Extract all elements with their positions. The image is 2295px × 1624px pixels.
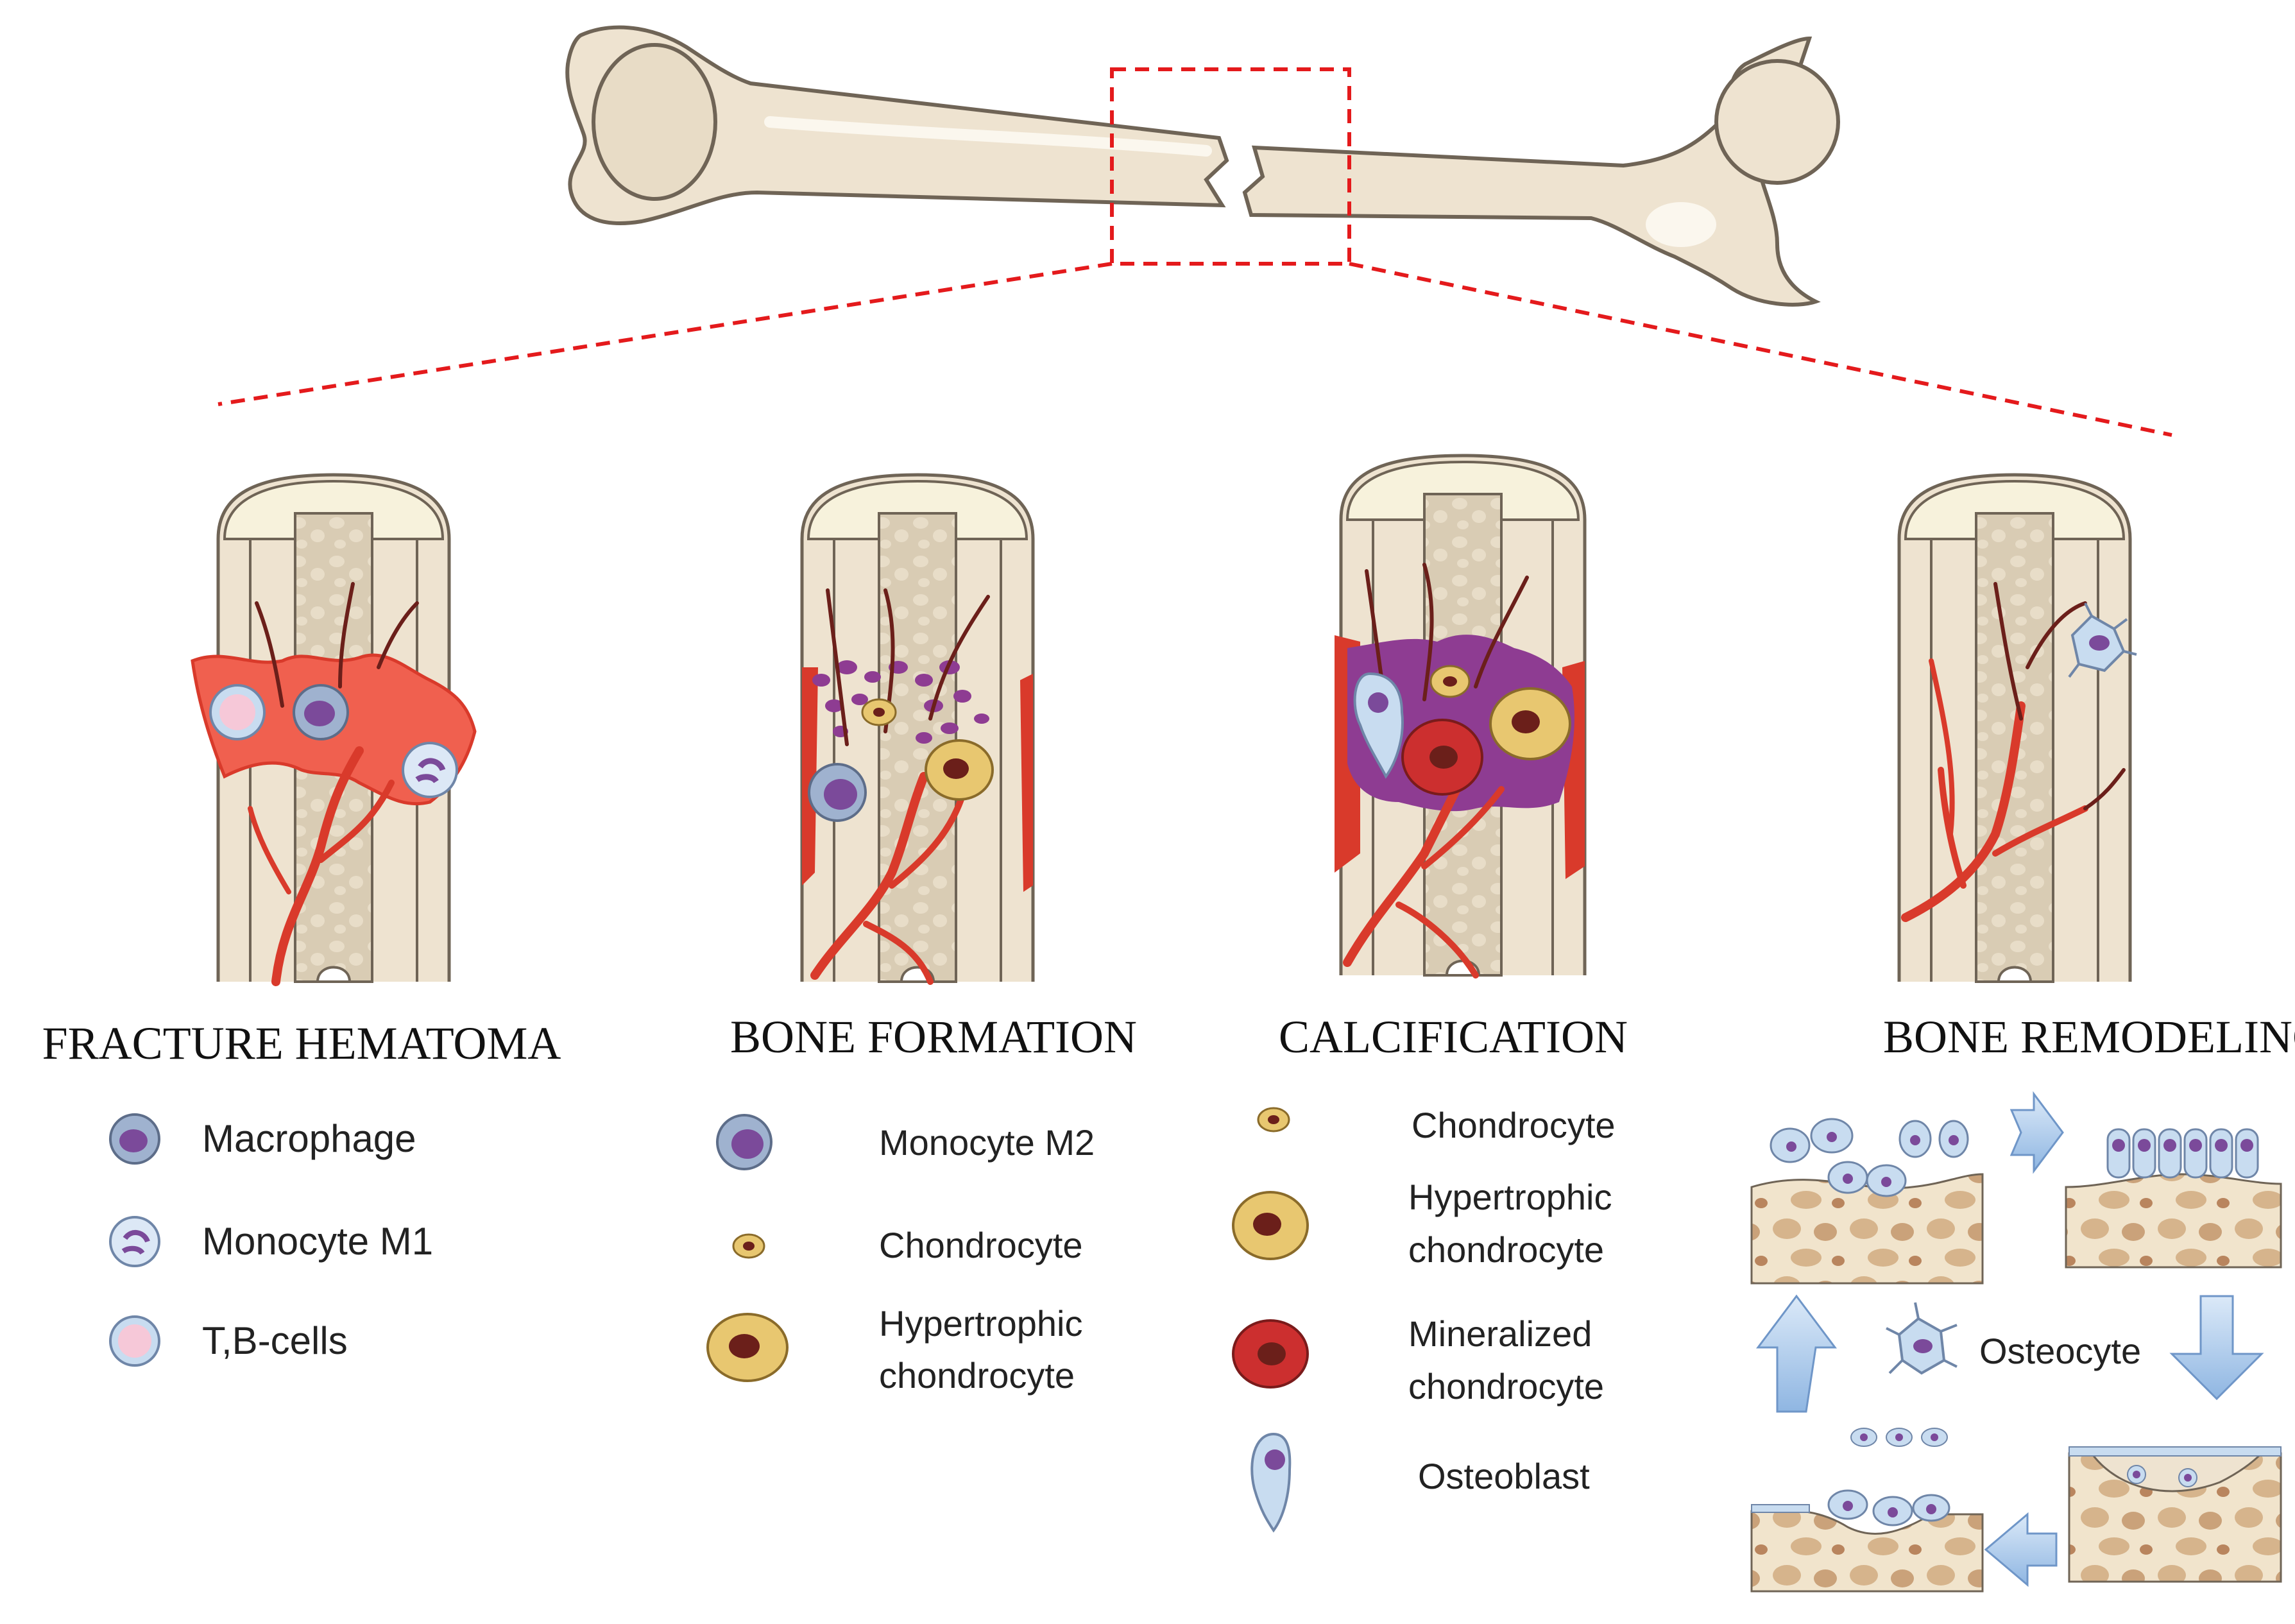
osteoblast-icon bbox=[1353, 672, 1404, 779]
legend-bone-formation: Monocyte M2 Chondrocyte Hypertrophic cho… bbox=[706, 1114, 1095, 1396]
legend-monocyte-m2-label: Monocyte M2 bbox=[879, 1122, 1095, 1163]
blood-vessels bbox=[248, 582, 419, 986]
cycle-osteocyte-embedding bbox=[2068, 1446, 2282, 1583]
remodeling-cycle: Osteocyte bbox=[1750, 1091, 2282, 1593]
legend-mineralized-chondrocyte-icon bbox=[1232, 1319, 1309, 1389]
panel-fracture-hematoma bbox=[191, 473, 477, 986]
cycle-resorption-pit bbox=[1750, 1428, 1984, 1593]
femur-illustration bbox=[218, 25, 2172, 437]
femoral-head bbox=[1714, 59, 1840, 185]
cycle-arrow-left bbox=[1984, 1512, 2058, 1587]
stage-title-bone-formation: BONE FORMATION bbox=[730, 1011, 1137, 1063]
hypertrophic-chondrocyte-icon bbox=[1489, 687, 1571, 760]
panel-calcification bbox=[1335, 454, 1587, 979]
hypertrophic-chondrocyte-icon bbox=[925, 739, 994, 801]
cycle-osteoblast-lining bbox=[2065, 1128, 2282, 1269]
zoom-line-left bbox=[218, 262, 1113, 406]
panel-bone-formation bbox=[800, 473, 1035, 985]
chondrocyte-icon bbox=[861, 698, 897, 726]
legend-chondrocyte-label: Chondrocyte bbox=[879, 1225, 1083, 1265]
stage-title-bone-remodeling: BONE REMODELING bbox=[1883, 1011, 2295, 1063]
osteocyte-icon bbox=[2068, 603, 2137, 678]
legend-osteoblast-icon bbox=[1250, 1432, 1292, 1533]
femur-condyle bbox=[592, 43, 717, 201]
femur-highlight bbox=[764, 116, 1212, 157]
legend-monocyte-m2-icon bbox=[716, 1114, 772, 1170]
legend-macrophage-icon bbox=[109, 1113, 160, 1165]
legend-hypertrophic-label-line1: Hypertrophic bbox=[879, 1303, 1082, 1344]
blood-vessels bbox=[1901, 582, 2126, 922]
macrophage-icon bbox=[293, 684, 349, 740]
cycle-resorption bbox=[1750, 1118, 1984, 1285]
legend-chondrocyte-icon bbox=[1257, 1107, 1290, 1133]
legend-hypertrophic-label-line2: chondrocyte bbox=[879, 1355, 1075, 1396]
zoom-line-right bbox=[1349, 262, 2172, 437]
legend-hypertrophic-chondrocyte-icon bbox=[1232, 1191, 1309, 1260]
chondrocyte-icon bbox=[1429, 665, 1471, 698]
stage-title-calcification: CALCIFICATION bbox=[1279, 1011, 1628, 1063]
legend-calcification: Chondrocyte Hypertrophic chondrocyte Min… bbox=[1232, 1105, 1616, 1533]
monocyte-m2-icon bbox=[808, 763, 867, 822]
osteocyte-legend-icon bbox=[1886, 1302, 1958, 1375]
legend-mineralized-label-line2: chondrocyte bbox=[1408, 1366, 1604, 1406]
mineralized-chondrocyte-icon bbox=[1401, 719, 1483, 796]
legend-chondrocyte-icon bbox=[732, 1233, 765, 1259]
legend-t-b-cells-icon bbox=[109, 1315, 160, 1367]
blood-vessels bbox=[1343, 563, 1529, 979]
panel-bone-remodeling bbox=[1897, 473, 2137, 983]
legend-hypertrophic-chondrocyte-icon bbox=[706, 1313, 789, 1382]
legend-monocyte-m1-label: Monocyte M1 bbox=[202, 1220, 433, 1263]
legend-mineralized-label-line1: Mineralized bbox=[1408, 1313, 1592, 1354]
legend-osteoblast-label: Osteoblast bbox=[1418, 1456, 1590, 1496]
legend-t-b-cells-label: T,B-cells bbox=[202, 1319, 348, 1362]
legend-hypertrophic-label-line2: chondrocyte bbox=[1408, 1229, 1604, 1270]
monocyte-m1-icon bbox=[402, 742, 458, 798]
legend-chondrocyte-label: Chondrocyte bbox=[1412, 1105, 1616, 1145]
cycle-arrow-up bbox=[1756, 1294, 1837, 1413]
legend-macrophage-label: Macrophage bbox=[202, 1117, 416, 1160]
legend-osteocyte-label: Osteocyte bbox=[1979, 1331, 2141, 1371]
blood-vessels bbox=[810, 588, 990, 985]
stage-title-fracture-hematoma: FRACTURE HEMATOMA bbox=[42, 1018, 561, 1069]
cycle-arrow-right bbox=[2009, 1091, 2064, 1174]
fracture-zoom-box bbox=[1110, 67, 1351, 266]
femur-highlight-right bbox=[1646, 202, 1716, 247]
t-b-cell-icon bbox=[209, 684, 266, 740]
legend-hypertrophic-label-line1: Hypertrophic bbox=[1408, 1177, 1612, 1217]
cycle-arrow-down bbox=[2169, 1295, 2264, 1401]
legend-fracture-hematoma: Macrophage Monocyte M1 T,B-cells bbox=[109, 1113, 433, 1367]
legend-monocyte-m1-icon bbox=[109, 1216, 160, 1267]
